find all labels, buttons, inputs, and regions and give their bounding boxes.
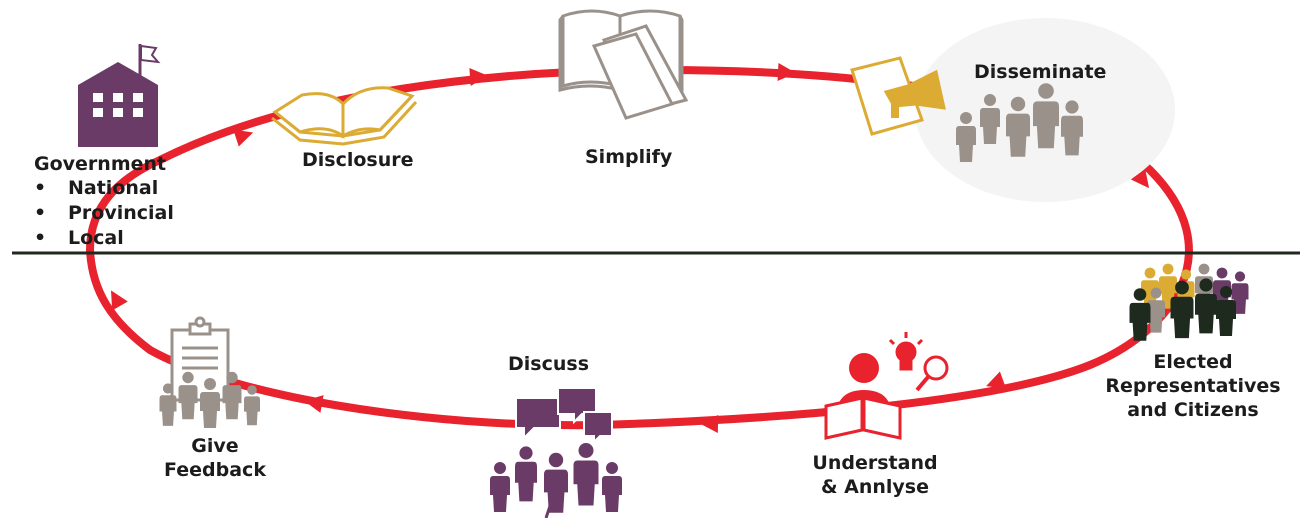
understand-label-line: Understand [812, 452, 938, 474]
understand-label: Understand & Annlyse [790, 451, 960, 499]
crowd-icon [490, 443, 622, 518]
feedback-label-line: Give [191, 435, 239, 457]
disclosure-label: Disclosure [302, 149, 414, 171]
arrowhead [1130, 168, 1150, 189]
arrowhead [986, 371, 1007, 389]
elected-label-line: Elected [1153, 351, 1233, 373]
simplify-label: Simplify [585, 146, 673, 168]
elected-label: Elected Representatives and Citizens [1098, 350, 1288, 422]
arrowhead [111, 290, 128, 311]
reader-icon [824, 353, 902, 440]
lightbulb-icon [888, 332, 924, 371]
open-book-icon [271, 86, 418, 146]
elected-label-line: and Citizens [1127, 399, 1259, 421]
government-level-item: •Local [34, 227, 124, 249]
speech-bubbles-icon [515, 387, 613, 445]
government-level-item: •National [34, 177, 159, 199]
arrowhead [700, 415, 719, 433]
arrowhead [233, 129, 254, 147]
government-levels-list: •National •Provincial •Local [34, 176, 174, 251]
government-title: Government [34, 153, 167, 175]
document-megaphone-icon [850, 56, 946, 136]
book-with-papers-icon [558, 9, 689, 120]
magnifier-icon [915, 355, 949, 392]
arrowhead [304, 395, 324, 413]
arrowhead [469, 68, 488, 86]
cycle-arrowheads [111, 63, 1150, 433]
government-level-item: •Provincial [34, 202, 174, 224]
disseminate-label: Disseminate [974, 61, 1107, 83]
feedback-label: Give Feedback [150, 434, 280, 482]
arrowhead [777, 63, 796, 81]
discuss-label: Discuss [508, 353, 590, 375]
feedback-label-line: Feedback [164, 459, 266, 481]
government-building-icon [78, 44, 161, 147]
understand-label-line: & Annlyse [820, 476, 930, 498]
elected-label-line: Representatives [1105, 375, 1281, 397]
flag-icon [140, 44, 161, 64]
